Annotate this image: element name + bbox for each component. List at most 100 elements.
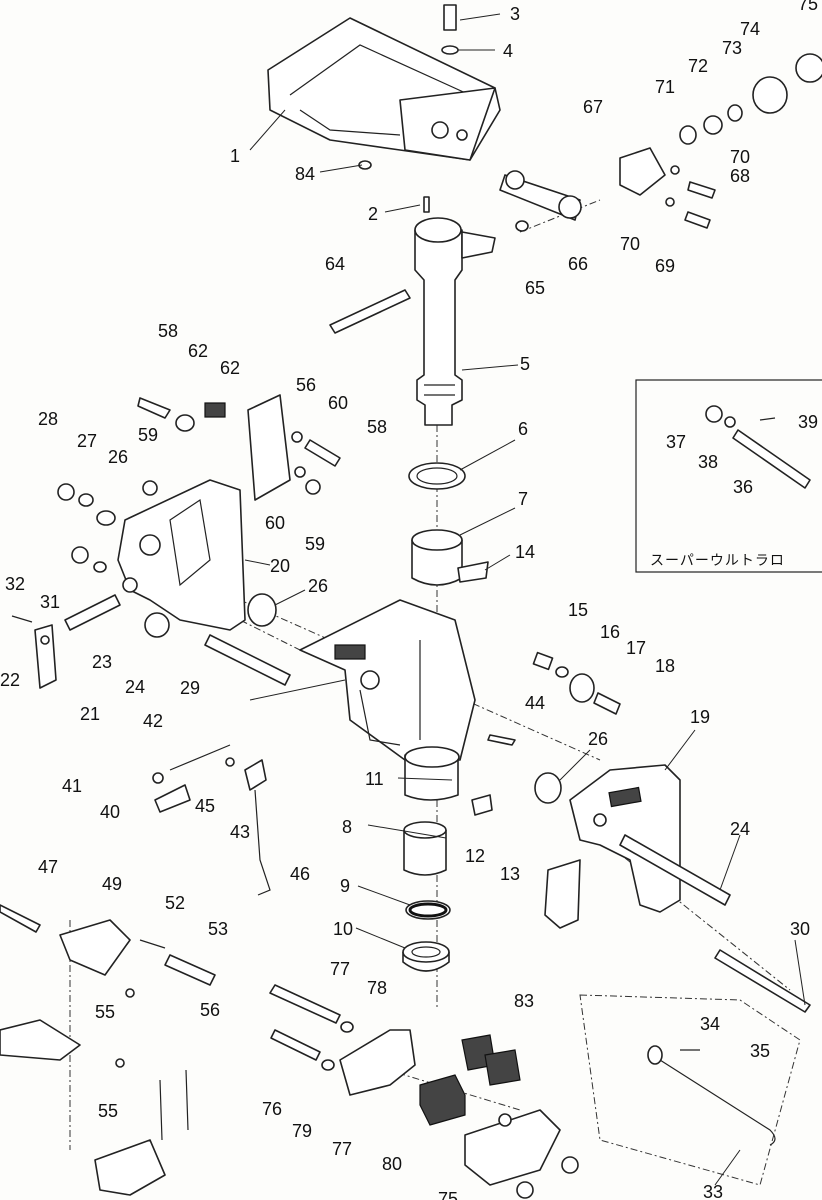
callout-49: 49: [102, 874, 122, 894]
bolt-64: [329, 289, 411, 334]
fitting-12: [471, 794, 493, 816]
part-75: [795, 53, 822, 83]
callout-19: 19: [690, 707, 710, 727]
callout-26a: 26: [308, 576, 328, 596]
clip-55a: [125, 988, 135, 998]
washer-71: [679, 125, 697, 145]
callout-54: 47: [38, 857, 58, 877]
springs-56: [159, 1069, 189, 1141]
callout-5: 5: [520, 354, 530, 374]
plate-76: [464, 1109, 561, 1186]
callout-8: 8: [342, 817, 352, 837]
callout-12: 12: [465, 846, 485, 866]
bushing-7: [411, 529, 489, 586]
bolt-69: [684, 211, 711, 229]
callout-33: 32: [5, 574, 25, 594]
ring-6: [408, 462, 466, 490]
callout-35: 34: [700, 1014, 720, 1034]
plate-57: [247, 394, 291, 501]
callout-18: 18: [655, 656, 675, 676]
callout-24: 24: [125, 677, 145, 697]
callout-23: 23: [92, 652, 112, 672]
nut-29: [57, 483, 75, 501]
washer-32: [93, 561, 107, 573]
clip-55b: [115, 1058, 125, 1068]
cushion-26a: [247, 593, 277, 627]
washer-72: [703, 115, 723, 135]
callout-37: 36: [733, 477, 753, 497]
part-35: [647, 1045, 663, 1065]
callout-74: 74: [740, 19, 760, 39]
clamp-bracket-right: [544, 764, 731, 929]
callout-58b: 58: [367, 417, 387, 437]
washer-80b: [321, 1059, 335, 1071]
callout-41: 40: [100, 802, 120, 822]
callout-80a: 78: [367, 978, 387, 998]
bracket-44: [244, 759, 267, 791]
callout-77: 77: [332, 1139, 352, 1159]
callout-1: 1: [230, 146, 240, 166]
callout-52: 52: [165, 893, 185, 913]
callout-29: 28: [38, 409, 58, 429]
callout-65: 65: [525, 278, 545, 298]
bolt-45: [487, 734, 516, 746]
callout-42: 41: [62, 776, 82, 796]
bolt-68: [687, 181, 716, 199]
block-63: [204, 402, 226, 418]
callout-47: 46: [290, 864, 310, 884]
callout-34: 33: [703, 1182, 723, 1200]
rod-54: [0, 904, 41, 933]
callout-59b: 59: [305, 534, 325, 554]
pin-40: [759, 417, 776, 421]
leader-lines: [244, 13, 806, 1186]
bolt-78: [269, 984, 341, 1024]
bolt-58b: [304, 439, 341, 467]
callout-64: 64: [325, 254, 345, 274]
callout-7: 7: [518, 489, 528, 509]
nut-59a: [142, 480, 158, 496]
spacer-17: [569, 673, 595, 703]
callout-2: 2: [368, 204, 378, 224]
callout-32: 31: [40, 592, 60, 612]
callout-43: 42: [143, 711, 163, 731]
callout-57: 56: [296, 375, 316, 395]
rod-30: [204, 634, 291, 686]
steering-shaft: [414, 196, 496, 426]
callout-84: 84: [295, 164, 315, 184]
callout-72: 72: [688, 56, 708, 76]
clamp-bracket-left: [117, 479, 246, 631]
plate-41: [154, 784, 191, 813]
callout-46: 45: [195, 796, 215, 816]
callout-73: 73: [722, 38, 742, 58]
rod-31: [714, 949, 811, 1013]
inset-caption: スーパーウルトラロ: [650, 553, 785, 569]
callout-59a: 59: [138, 425, 158, 445]
callout-27: 26: [108, 447, 128, 467]
callout-28: 27: [77, 431, 97, 451]
bushing-8: [403, 821, 447, 876]
spring-42: [152, 772, 164, 784]
bracket-49: [59, 919, 131, 976]
kit-34-box: [579, 994, 801, 1186]
inset-box: [635, 379, 822, 573]
callout-78: 77: [330, 959, 350, 979]
callout-63: 62: [220, 358, 240, 378]
callout-16: 16: [600, 622, 620, 642]
nut-15: [532, 651, 554, 671]
pad-83b: [484, 1049, 521, 1086]
callout-11: 11: [365, 769, 384, 789]
bolt-79: [270, 1029, 321, 1061]
callout-14: 14: [515, 542, 535, 562]
bushing-10: [402, 941, 450, 972]
knob-24: [144, 612, 170, 638]
callout-79: 76: [262, 1099, 282, 1119]
block-67: [619, 147, 666, 196]
callout-71: 71: [655, 77, 675, 97]
callout-13: 13: [500, 864, 520, 884]
callout-69: 69: [655, 256, 675, 276]
swivel-case: [299, 599, 476, 801]
callout-9: 9: [340, 876, 350, 896]
